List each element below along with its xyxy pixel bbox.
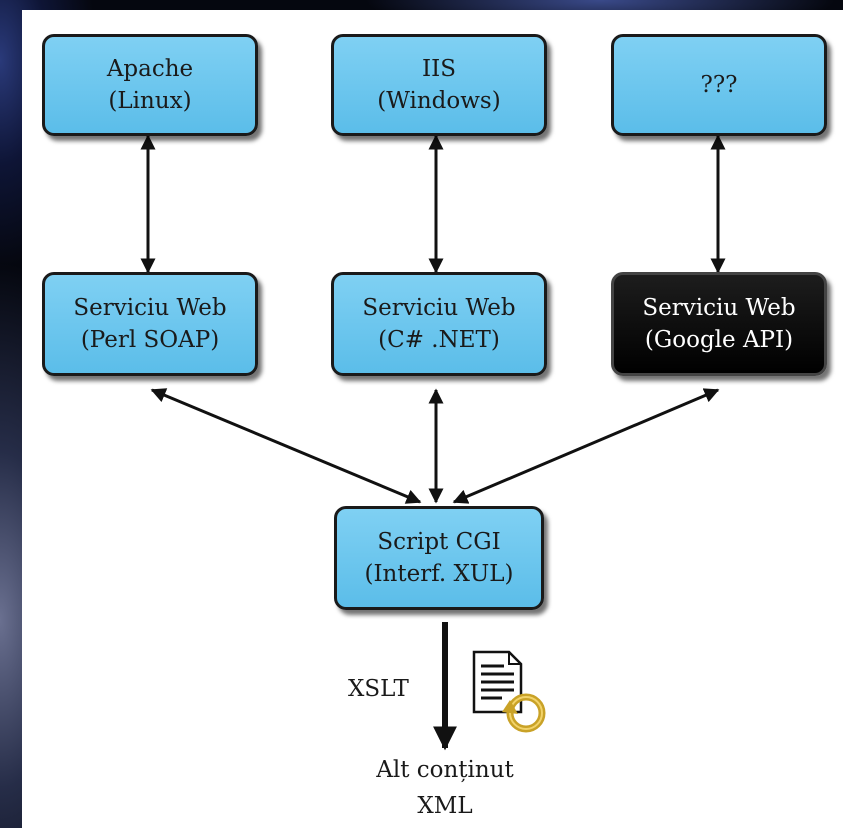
node-label: Apache	[106, 56, 194, 82]
web-service-perl-node: Serviciu Web (Perl SOAP)	[42, 272, 258, 376]
web-service-google-node: Serviciu Web (Google API)	[611, 272, 827, 376]
node-sublabel: (Interf. XUL)	[364, 561, 514, 587]
link-google-cgi	[452, 388, 720, 504]
web-service-csharp-node: Serviciu Web (C# .NET)	[331, 272, 547, 376]
diagram-canvas: Apache (Linux) IIS (Windows) ??? Servici…	[22, 10, 843, 828]
output-label-line1: Alt conținut	[376, 757, 514, 783]
cgi-script-node: Script CGI (Interf. XUL)	[334, 506, 544, 610]
apache-linux-node: Apache (Linux)	[42, 34, 258, 136]
node-label: Serviciu Web	[73, 295, 227, 321]
link-perl-cgi	[150, 388, 422, 504]
node-sublabel: (C# .NET)	[378, 327, 500, 353]
node-sublabel: (Google API)	[644, 327, 794, 353]
iis-windows-node: IIS (Windows)	[331, 34, 547, 136]
node-label: Script CGI	[377, 529, 501, 555]
node-sublabel: (Perl SOAP)	[80, 327, 220, 353]
node-label: Serviciu Web	[642, 295, 796, 321]
node-label: IIS	[422, 56, 456, 82]
node-label: ???	[700, 72, 738, 98]
document-transform-icon	[472, 650, 546, 733]
node-sublabel: (Linux)	[108, 88, 192, 114]
connector-layer	[140, 134, 726, 751]
node-label: Serviciu Web	[362, 295, 516, 321]
xslt-edge-label: XSLT	[348, 676, 409, 702]
unknown-server-node: ???	[611, 34, 827, 136]
output-label-line2: XML	[417, 793, 473, 819]
output-label: Alt conținut XML	[345, 752, 545, 824]
node-sublabel: (Windows)	[377, 88, 501, 114]
